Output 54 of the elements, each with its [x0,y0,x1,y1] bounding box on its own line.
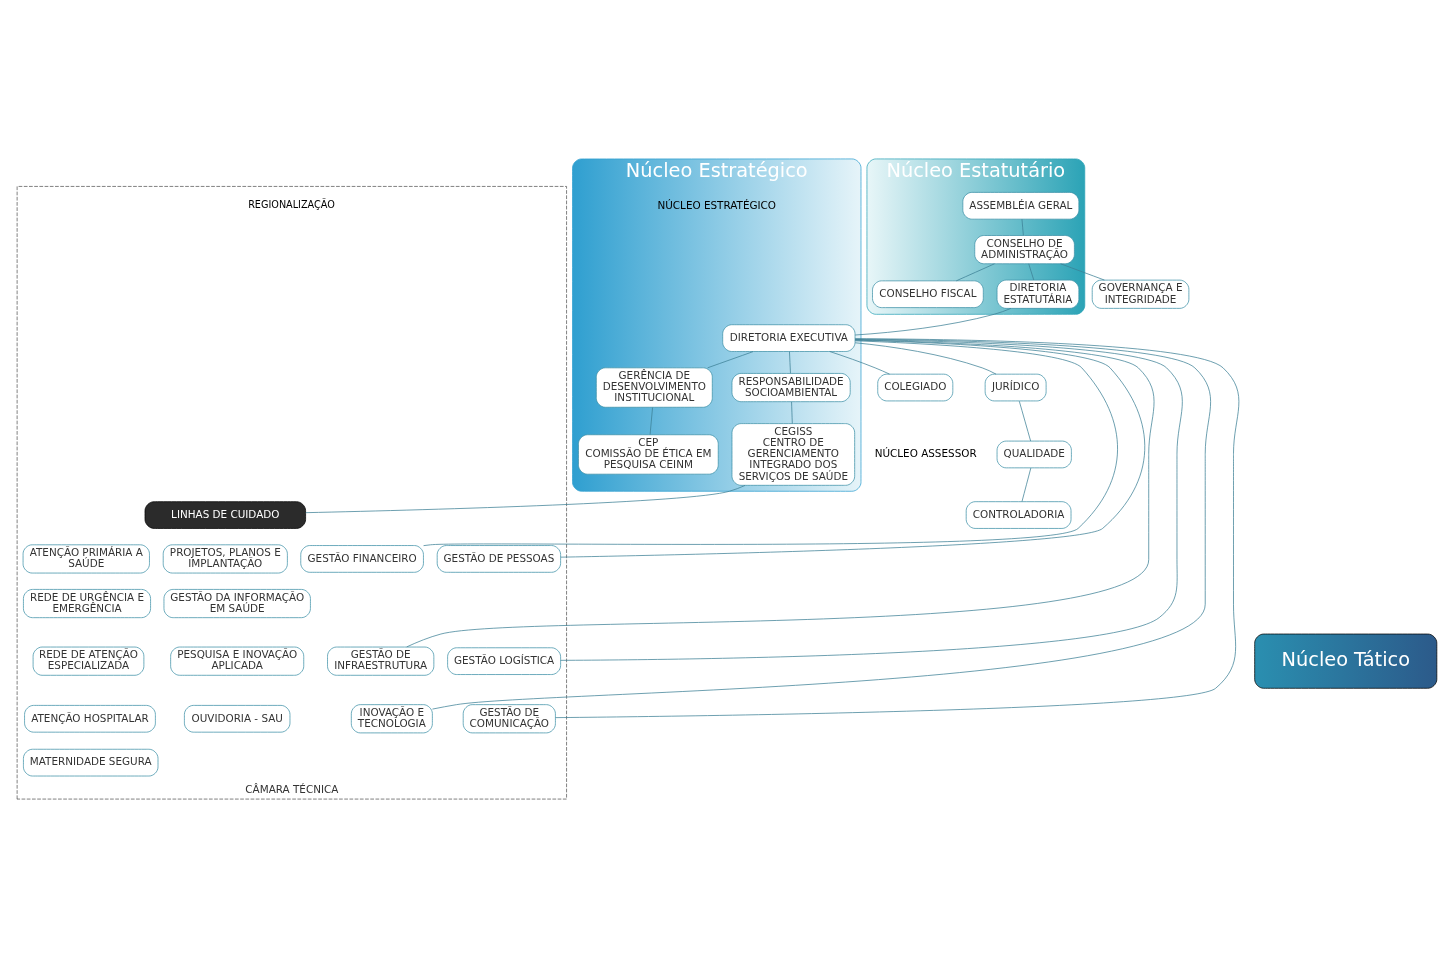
node-box: COLEGIADO [877,373,954,401]
node-box: MATERNIDADE SEGURA [23,748,159,776]
node-box: INOVAÇÃO E TECNOLOGIA [350,703,433,733]
connector [1018,400,1031,441]
connector [423,339,1118,546]
connector [955,262,995,281]
connector [560,338,1183,661]
connector [406,339,1155,647]
connector [1028,262,1035,280]
node-box: REDE DE ATENÇÃO ESPECIALIZADA [32,646,145,676]
node-box: CONTROLADORIA [965,500,1072,529]
node-box: GESTÃO DE INFRAESTRUTURA [327,646,435,676]
node-box: DIRETORIA EXECUTIVA [722,323,856,352]
connector [1021,467,1032,502]
node-box: PROJETOS, PLANOS E IMPLANTAÇÃO [162,543,288,573]
connector [789,350,791,374]
connector [1060,262,1105,280]
connector [432,338,1211,709]
connector [305,484,746,513]
node-box: RESPONSABILIDADE SOCIOAMBIENTAL [731,372,851,402]
node-box: CONSELHO FISCAL [872,280,984,308]
node-box: QUALIDADE [996,440,1072,468]
node-box: PESQUISA E INOVAÇÃO APLICADA [170,646,305,676]
node-box: DIRETORIA ESTATUTÁRIA [996,279,1080,309]
node-box: ASSEMBLÉIA GERAL [962,191,1080,219]
node-box: GESTÃO LOGÍSTICA [447,646,561,675]
node-box: GOVERNANÇA E INTEGRIDADE [1091,279,1190,309]
node-box: CEGISS CENTRO DE GERENCIAMENTO INTEGRADO DOS SERVIÇOS DE SAÚDE [731,422,856,486]
node-box: GESTÃO FINANCEIRO [300,544,424,573]
connector [854,341,997,374]
connector [854,307,1012,335]
node-box: CEP COMISSÃO DE ÉTICA EM PESQUISA CEINM [578,433,719,475]
label: REGIONALIZAÇÃO [248,198,335,210]
node-box: GESTÃO DA INFORMAÇÃO EM SAÚDE [163,588,311,618]
node-box: GESTÃO DE COMUNICAÇÃO [462,703,556,733]
node-box: ATENÇÃO PRIMÁRIA A SAÚDE [22,543,150,573]
node-box: CONSELHO DE ADMINISTRAÇÃO [974,234,1075,264]
connector [707,350,754,368]
node-box: Núcleo Tático [1254,633,1438,689]
connector [555,337,1240,718]
connector [829,350,890,374]
node-box: OUVIDORIA - SAU [184,704,291,733]
connector [1021,218,1024,236]
label: NÚCLEO ESTRATÉGICO [657,198,777,211]
connector [649,406,653,435]
node-box: GESTÃO DE PESSOAS [436,544,561,573]
node-box: ATENÇÃO HOSPITALAR [24,704,156,733]
connector [791,401,793,424]
node-box: LINHAS DE CUIDADO [144,500,306,529]
node-box: JURÍDICO [984,373,1047,401]
label: NÚCLEO ASSESSOR [874,446,977,459]
connector [560,339,1146,558]
node-box: GERÊNCIA DE DESENVOLVIMENTO INSTITUCIONAL [595,367,713,408]
node-box: REDE DE URGÊNCIA E EMERGÊNCIA [23,588,151,618]
